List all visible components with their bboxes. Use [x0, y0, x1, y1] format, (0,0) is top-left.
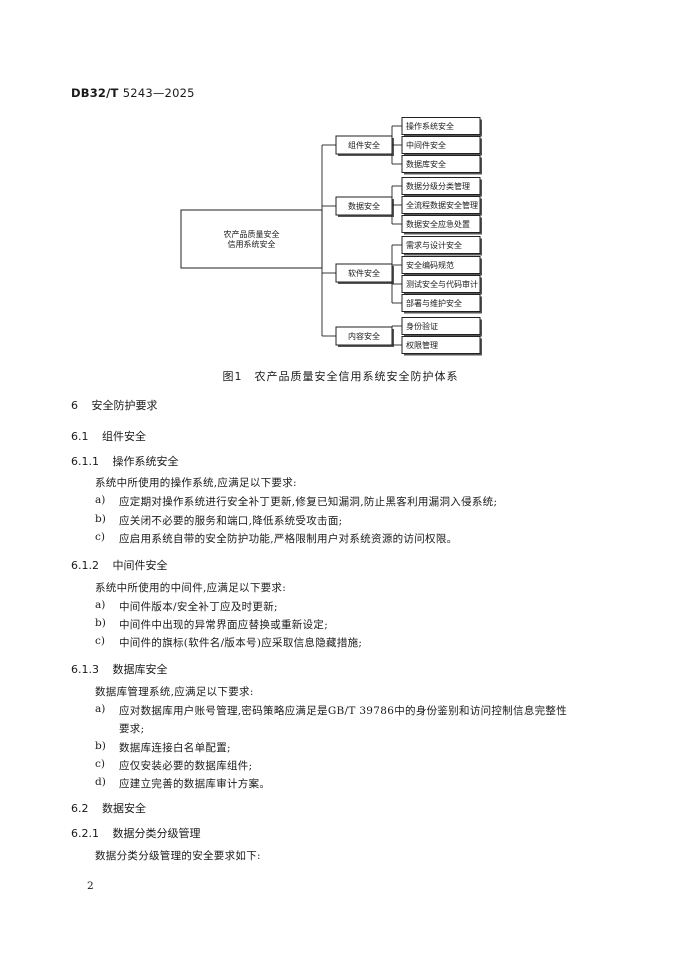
list-item: 应建立完善的数据库审计方案。 [119, 778, 271, 790]
section-6-1-heading: 6.1 组件安全 [71, 428, 146, 444]
figure-caption: 图1 农产品质量安全信用系统安全防护体系 [222, 370, 459, 383]
leaf-node-label: 全流程数据安全管理 [406, 200, 478, 210]
section-6-2-1-heading: 6.2.1 数据分类分级管理 [71, 825, 201, 841]
leaf-node [401, 317, 481, 335]
section-title: 数据库安全 [112, 663, 168, 676]
leaf-node [401, 177, 481, 195]
list-marker: a) [95, 494, 106, 506]
section-6-1-1-intro: 系统中所使用的操作系统,应满足以下要求: [95, 477, 297, 489]
page-number: 2 [87, 880, 94, 892]
leaf-node-label: 数据库安全 [406, 159, 446, 169]
list-item: 应启用系统自带的安全防护功能,严格限制用户对系统资源的访问权限。 [119, 533, 458, 545]
standard-prefix: DB32/T [71, 86, 119, 100]
leaf-node [401, 155, 481, 173]
section-title: 数据安全 [102, 802, 146, 815]
standard-number: 5243—2025 [122, 86, 195, 100]
root-node-label-line2: 信用系统安全 [228, 239, 276, 249]
document-header: DB32/T 5243—2025 [71, 86, 195, 100]
section-6-1-2-heading: 6.1.2 中间件安全 [71, 557, 168, 573]
leaf-node [401, 215, 481, 233]
section-6-2-heading: 6.2 数据安全 [71, 800, 146, 816]
list-marker: b) [95, 513, 106, 525]
leaf-node [401, 236, 481, 254]
list-item: 中间件中出现的异常界面应替换或重新设定; [119, 619, 329, 631]
list-item: 应仅安装必要的数据库组件; [119, 760, 253, 772]
list-item: 中间件的旗标(软件名/版本号)应采取信息隐藏措施; [119, 637, 363, 649]
leaf-node [401, 136, 481, 154]
leaf-node-label: 安全编码规范 [406, 260, 454, 270]
list-item: 应定期对操作系统进行安全补丁更新,修复已知漏洞,防止黑客利用漏洞入侵系统; [119, 496, 498, 508]
group-node-label: 内容安全 [348, 331, 380, 341]
list-marker: d) [95, 776, 106, 788]
leaf-node-label: 数据分级分类管理 [406, 181, 470, 191]
section-6-1-2-intro: 系统中所使用的中间件,应满足以下要求: [95, 582, 287, 594]
section-title: 数据分类分级管理 [112, 827, 201, 840]
list-item: 数据库连接白名单配置; [119, 742, 231, 754]
list-item: 中间件版本/安全补丁应及时更新; [119, 601, 278, 613]
section-6-1-1-heading: 6.1.1 操作系统安全 [71, 453, 179, 469]
section-6-1-3-intro: 数据库管理系统,应满足以下要求: [95, 686, 254, 698]
section-number: 6.1 [71, 430, 89, 443]
list-marker: a) [95, 703, 106, 715]
section-number: 6.1.2 [71, 559, 99, 572]
leaf-node-label: 数据安全应急处置 [406, 219, 470, 229]
list-item: 应对数据库用户账号管理,密码策略应满足是GB/T 39786中的身份鉴别和访问控… [119, 705, 568, 717]
section-number: 6.1.1 [71, 455, 99, 468]
section-title: 组件安全 [102, 430, 146, 443]
section-number: 6.2.1 [71, 827, 99, 840]
leaf-node-label: 需求与设计安全 [406, 240, 462, 250]
leaf-node [401, 117, 481, 135]
list-item: 应关闭不必要的服务和端口,降低系统受攻击面; [119, 515, 343, 527]
leaf-node-label: 中间件安全 [406, 140, 446, 150]
leaf-node-label: 权限管理 [406, 340, 438, 350]
leaf-node-label: 操作系统安全 [406, 121, 454, 131]
group-node-label: 组件安全 [348, 140, 380, 150]
leaf-node [401, 196, 481, 214]
list-marker: c) [95, 635, 105, 647]
section-title: 安全防护要求 [91, 399, 158, 412]
root-node-label-line1: 农产品质量安全 [224, 229, 280, 239]
list-marker: a) [95, 599, 106, 611]
leaf-node [401, 256, 481, 274]
section-title: 中间件安全 [112, 559, 168, 572]
root-node [180, 209, 323, 269]
leaf-node-label: 测试安全与代码审计 [406, 279, 478, 289]
leaf-node-label: 身份验证 [406, 321, 438, 331]
group-node-label: 软件安全 [348, 268, 380, 278]
leaf-node [401, 336, 481, 354]
leaf-node [401, 294, 481, 312]
section-number: 6.2 [71, 802, 89, 815]
section-number: 6 [71, 399, 78, 412]
leaf-node-label: 部署与维护安全 [406, 298, 462, 308]
list-marker: b) [95, 617, 106, 629]
list-marker: b) [95, 740, 106, 752]
section-6-2-1-intro: 数据分类分级管理的安全要求如下: [95, 850, 261, 862]
section-number: 6.1.3 [71, 663, 99, 676]
list-item-continuation: 要求; [119, 723, 145, 735]
list-marker: c) [95, 758, 105, 770]
section-6-1-3-heading: 6.1.3 数据库安全 [71, 661, 168, 677]
section-title: 操作系统安全 [112, 455, 179, 468]
section-6-heading: 6 安全防护要求 [71, 397, 158, 413]
group-node-label: 数据安全 [348, 201, 380, 211]
list-marker: c) [95, 531, 105, 543]
leaf-node [401, 275, 481, 293]
